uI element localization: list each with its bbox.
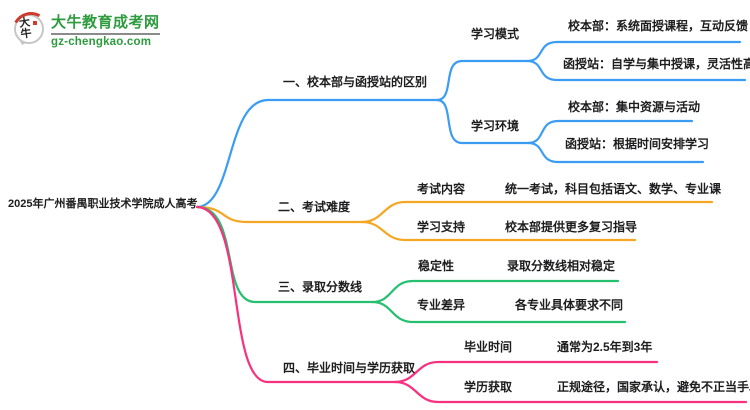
- branch-1-child-1-label: 学习模式: [471, 27, 520, 41]
- logo-domain: gz-chengkao.com: [51, 33, 160, 49]
- branch-1-child-2-leaf-1: 校本部：集中资源与活动: [568, 100, 701, 114]
- branch-4-child-1-label: 毕业时间: [464, 340, 513, 354]
- branch-3-child-2-label: 专业差异: [417, 298, 466, 312]
- branch-4-label: 四、毕业时间与学历获取: [283, 361, 416, 375]
- branch-4-child-2-label: 学历获取: [464, 380, 513, 394]
- branch-1-label: 一、校本部与函授站的区别: [283, 75, 428, 89]
- logo-badge-icon: 大牛: [14, 14, 44, 44]
- branch-3-child-1-leaf-1: 录取分数线相对稳定: [507, 259, 616, 273]
- branch-1-child-2-leaf-2: 函授站：根据时间安排学习: [565, 137, 710, 151]
- branch-1-lines: [195, 40, 747, 209]
- branch-2-child-2-label: 学习支持: [417, 220, 466, 234]
- branch-3-child-2-leaf-1: 各专业具体要求不同: [515, 298, 624, 312]
- branch-2-child-2-leaf-1: 校本部提供更多复习指导: [505, 220, 638, 234]
- site-logo: 大牛 大牛教育成考网 gz-chengkao.com: [14, 14, 160, 49]
- root-node-label: 2025年广州番禺职业技术学院成人高考: [8, 198, 198, 210]
- logo-title: 大牛教育成考网: [51, 14, 160, 31]
- branch-1-child-2-label: 学习环境: [471, 119, 520, 133]
- branch-3-label: 三、录取分数线: [278, 280, 363, 294]
- branch-4-child-1-leaf-1: 通常为2.5年到3年: [557, 340, 653, 354]
- branch-4-lines: [195, 205, 748, 404]
- logo-seal-icon: [33, 21, 37, 25]
- branch-1-child-1-leaf-1: 校本部：系统面授课程，互动反馈: [568, 19, 749, 33]
- branch-1-child-1-leaf-2: 函授站：自学与集中授课，灵活性高: [563, 57, 750, 71]
- branch-2-child-1-label: 考试内容: [417, 182, 466, 196]
- branch-2-label: 二、考试难度: [278, 200, 351, 214]
- branch-3-child-1-label: 稳定性: [418, 259, 455, 273]
- branch-4-child-2-leaf-1: 正规途径，国家承认，避免不正当手段: [557, 380, 750, 394]
- branch-2-child-1-leaf-1: 统一考试，科目包括语文、数学、专业课: [505, 182, 722, 196]
